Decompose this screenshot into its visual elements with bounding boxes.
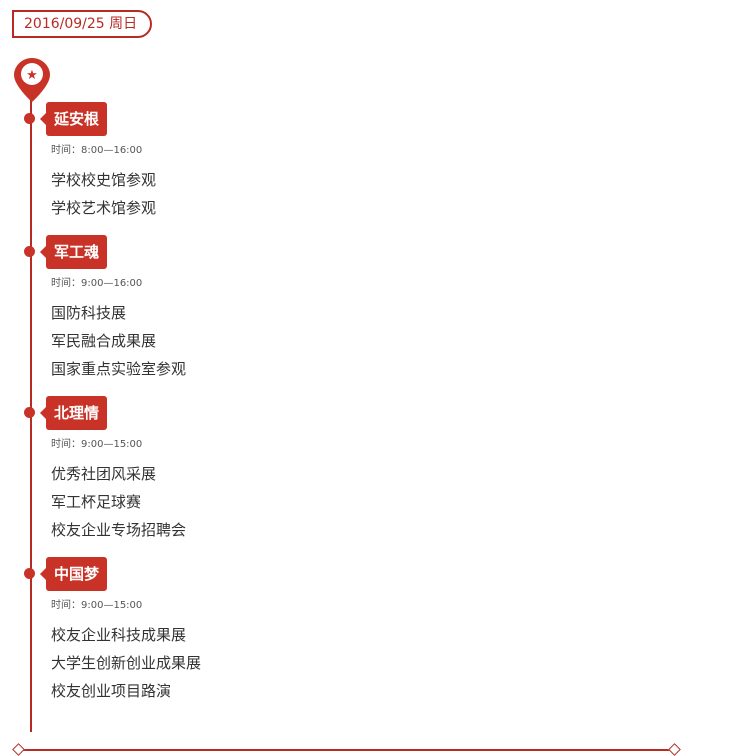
section-title: 北理情 [39, 396, 108, 430]
activity-item: 校友创业项目路演 [51, 682, 172, 700]
section-time: 时间：9:00—15:00 [51, 600, 143, 611]
activity-item: 校友企业科技成果展 [51, 626, 187, 644]
timeline-dot [24, 113, 35, 124]
divider-right-diamond [668, 743, 681, 756]
activity-item: 国家重点实验室参观 [51, 360, 187, 378]
activity-item: 学校校史馆参观 [51, 171, 157, 189]
bottom-divider [18, 749, 676, 751]
activity-item: 大学生创新创业成果展 [51, 654, 202, 672]
activity-item: 军工杯足球赛 [51, 493, 142, 511]
section-title: 军工魂 [39, 235, 108, 269]
date-badge: 2016/09/25 周日 [12, 10, 152, 38]
timeline-dot [24, 568, 35, 579]
activity-item: 军民融合成果展 [51, 332, 157, 350]
section-time: 时间：8:00—16:00 [51, 145, 143, 156]
activity-list: 国防科技展 军民融合成果展 国家重点实验室参观 [51, 299, 186, 383]
timeline-dot [24, 246, 35, 257]
svg-text:★: ★ [26, 68, 38, 83]
activity-list: 校友企业科技成果展 大学生创新创业成果展 校友创业项目路演 [51, 621, 201, 705]
section-time: 时间：9:00—16:00 [51, 278, 143, 289]
activity-list: 学校校史馆参观 学校艺术馆参观 [51, 166, 156, 222]
activity-item: 国防科技展 [51, 304, 127, 322]
timeline-dot [24, 407, 35, 418]
activity-item: 学校艺术馆参观 [51, 199, 157, 217]
section-title: 中国梦 [39, 557, 108, 591]
location-star-icon: ★ [12, 56, 52, 104]
section-title: 延安根 [39, 102, 108, 136]
activity-item: 校友企业专场招聘会 [51, 521, 187, 539]
section-time: 时间：9:00—15:00 [51, 439, 143, 450]
divider-left-diamond [12, 743, 25, 756]
activity-item: 优秀社团风采展 [51, 465, 157, 483]
activity-list: 优秀社团风采展 军工杯足球赛 校友企业专场招聘会 [51, 460, 186, 544]
